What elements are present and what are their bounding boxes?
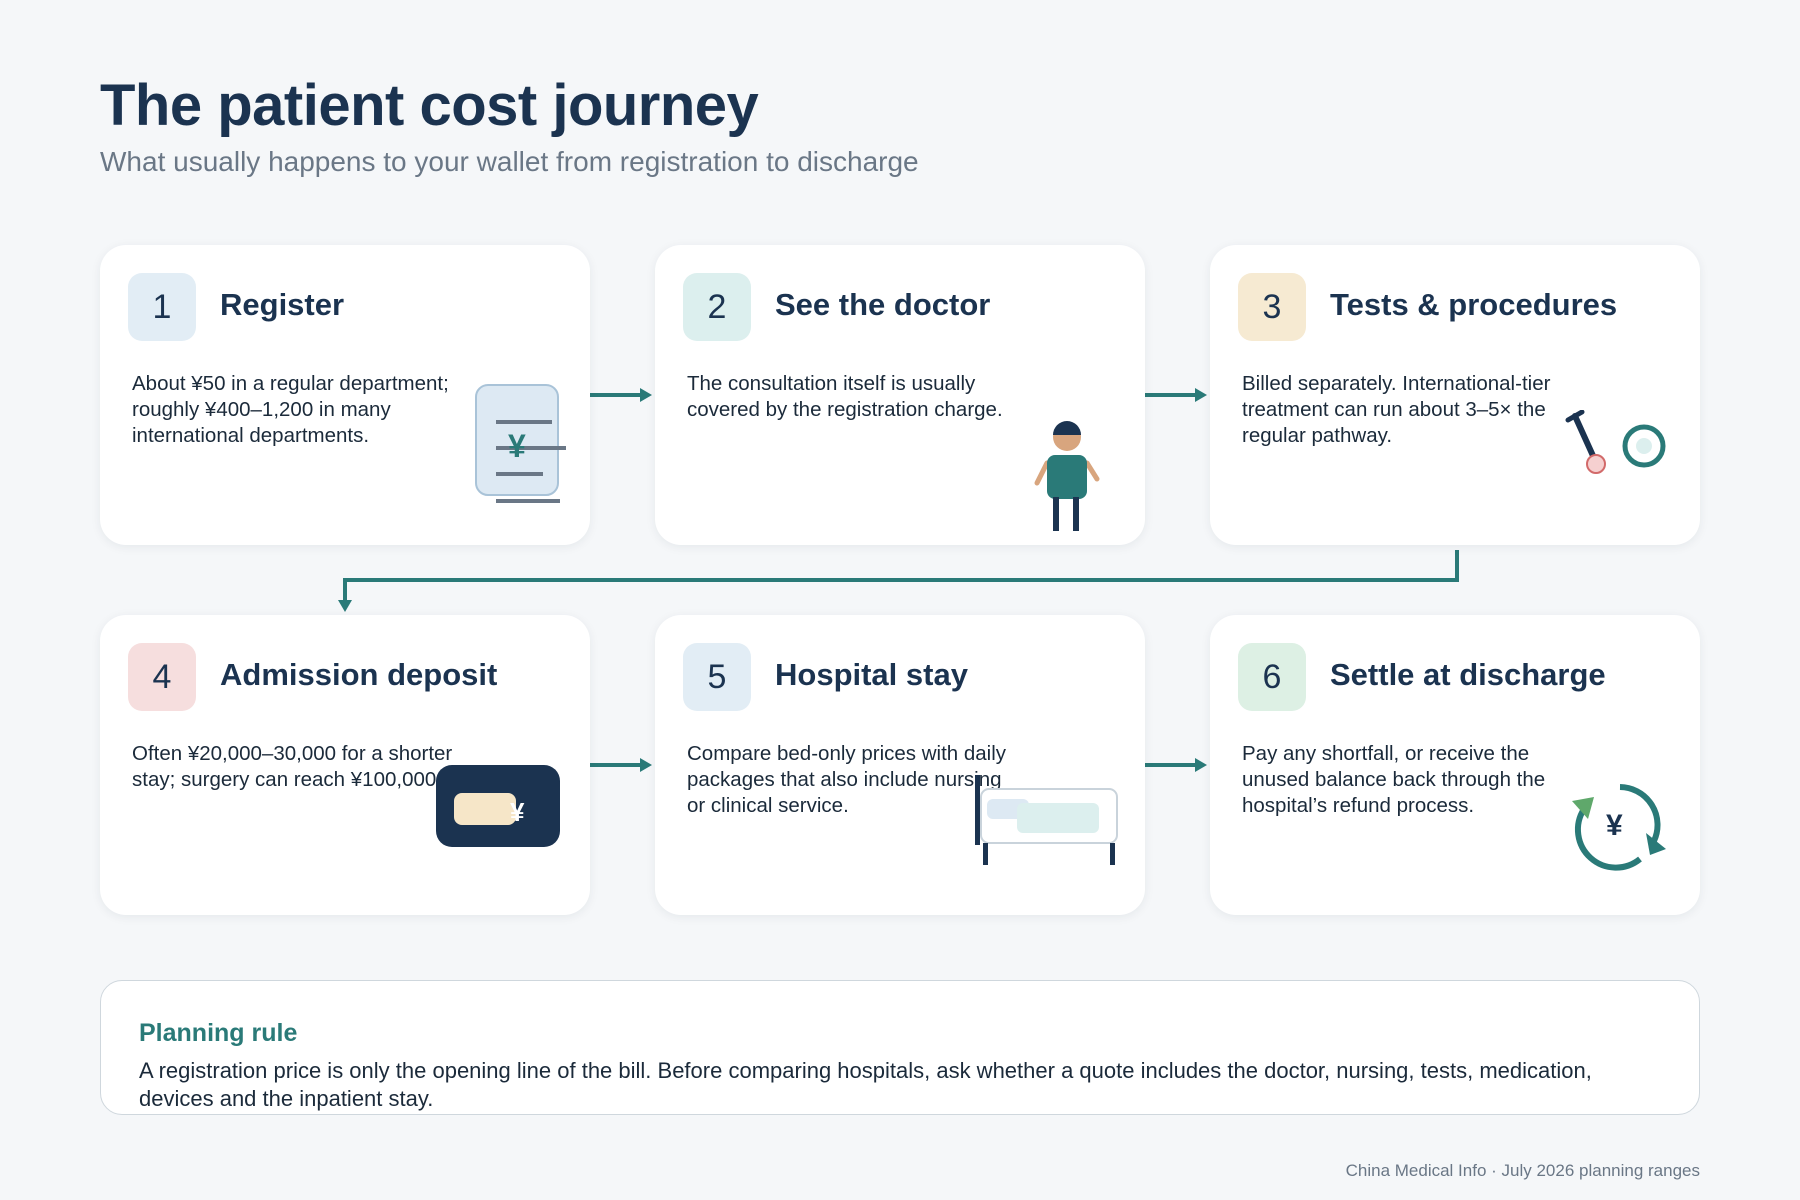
step-description: Pay any shortfall, or receive the unused…	[1242, 742, 1546, 817]
arrowhead-3-4	[338, 600, 352, 612]
step-card-settle-discharge: 6 Settle at discharge Pay any shortfall,…	[1210, 615, 1700, 915]
step-number-badge: 3	[1238, 273, 1306, 341]
step-number-badge: 2	[683, 273, 751, 341]
arrowhead-2-3	[1195, 388, 1207, 402]
step-card-hospital-stay: 5 Hospital stay Compare bed-only prices …	[655, 615, 1145, 915]
step-description: The consultation itself is usually cover…	[687, 372, 1003, 421]
step-description: About ¥50 in a regular department; rough…	[132, 372, 449, 447]
page-title: The patient cost journey	[100, 73, 759, 138]
step-card-tests: 3 Tests & procedures Billed separately. …	[1210, 245, 1700, 545]
step-description: Billed separately. International-tier tr…	[1242, 372, 1551, 447]
step-number-badge: 6	[1238, 643, 1306, 711]
step-title: Register	[220, 287, 345, 322]
step-title: Hospital stay	[775, 657, 968, 692]
svg-text:¥: ¥	[508, 428, 526, 464]
refund-cycle-icon: ¥	[1572, 784, 1666, 871]
hospital-bed-icon	[975, 775, 1118, 865]
arrowhead-5-6	[1195, 758, 1207, 772]
deposit-card-icon: ¥	[436, 765, 560, 847]
doctor-icon	[1034, 421, 1100, 531]
page-subtitle: What usually happens to your wallet from…	[100, 146, 919, 177]
step-number-badge: 5	[683, 643, 751, 711]
step-title: Settle at discharge	[1330, 657, 1606, 692]
step-title: Admission deposit	[220, 657, 498, 692]
svg-text:¥: ¥	[510, 797, 525, 827]
test-tools-icon	[1565, 410, 1666, 474]
step-title: See the doctor	[775, 287, 991, 322]
planning-rule-title: Planning rule	[139, 1019, 298, 1047]
footer-source: China Medical Info · July 2026 planning …	[1345, 1161, 1700, 1180]
arrow-3-4	[343, 550, 1459, 604]
step-number-badge: 4	[128, 643, 196, 711]
step-card-register: 1 Register About ¥50 in a regular depart…	[100, 245, 590, 545]
step-title: Tests & procedures	[1330, 287, 1618, 322]
step-card-see-doctor: 2 See the doctor The consultation itself…	[655, 245, 1145, 545]
planning-rule-text: A registration price is only the opening…	[139, 1058, 1592, 1111]
planning-rule-box: Planning rule A registration price is on…	[100, 980, 1700, 1115]
step-description: Compare bed-only prices with daily packa…	[687, 742, 1007, 817]
svg-text:¥: ¥	[1606, 809, 1623, 842]
arrowhead-1-2	[640, 388, 652, 402]
step-description: Often ¥20,000–30,000 for a shorter stay;…	[132, 742, 453, 791]
arrowhead-4-5	[640, 758, 652, 772]
receipt-icon: ¥	[475, 384, 566, 503]
step-number-badge: 1	[128, 273, 196, 341]
step-card-admission-deposit: 4 Admission deposit Often ¥20,000–30,000…	[100, 615, 590, 915]
